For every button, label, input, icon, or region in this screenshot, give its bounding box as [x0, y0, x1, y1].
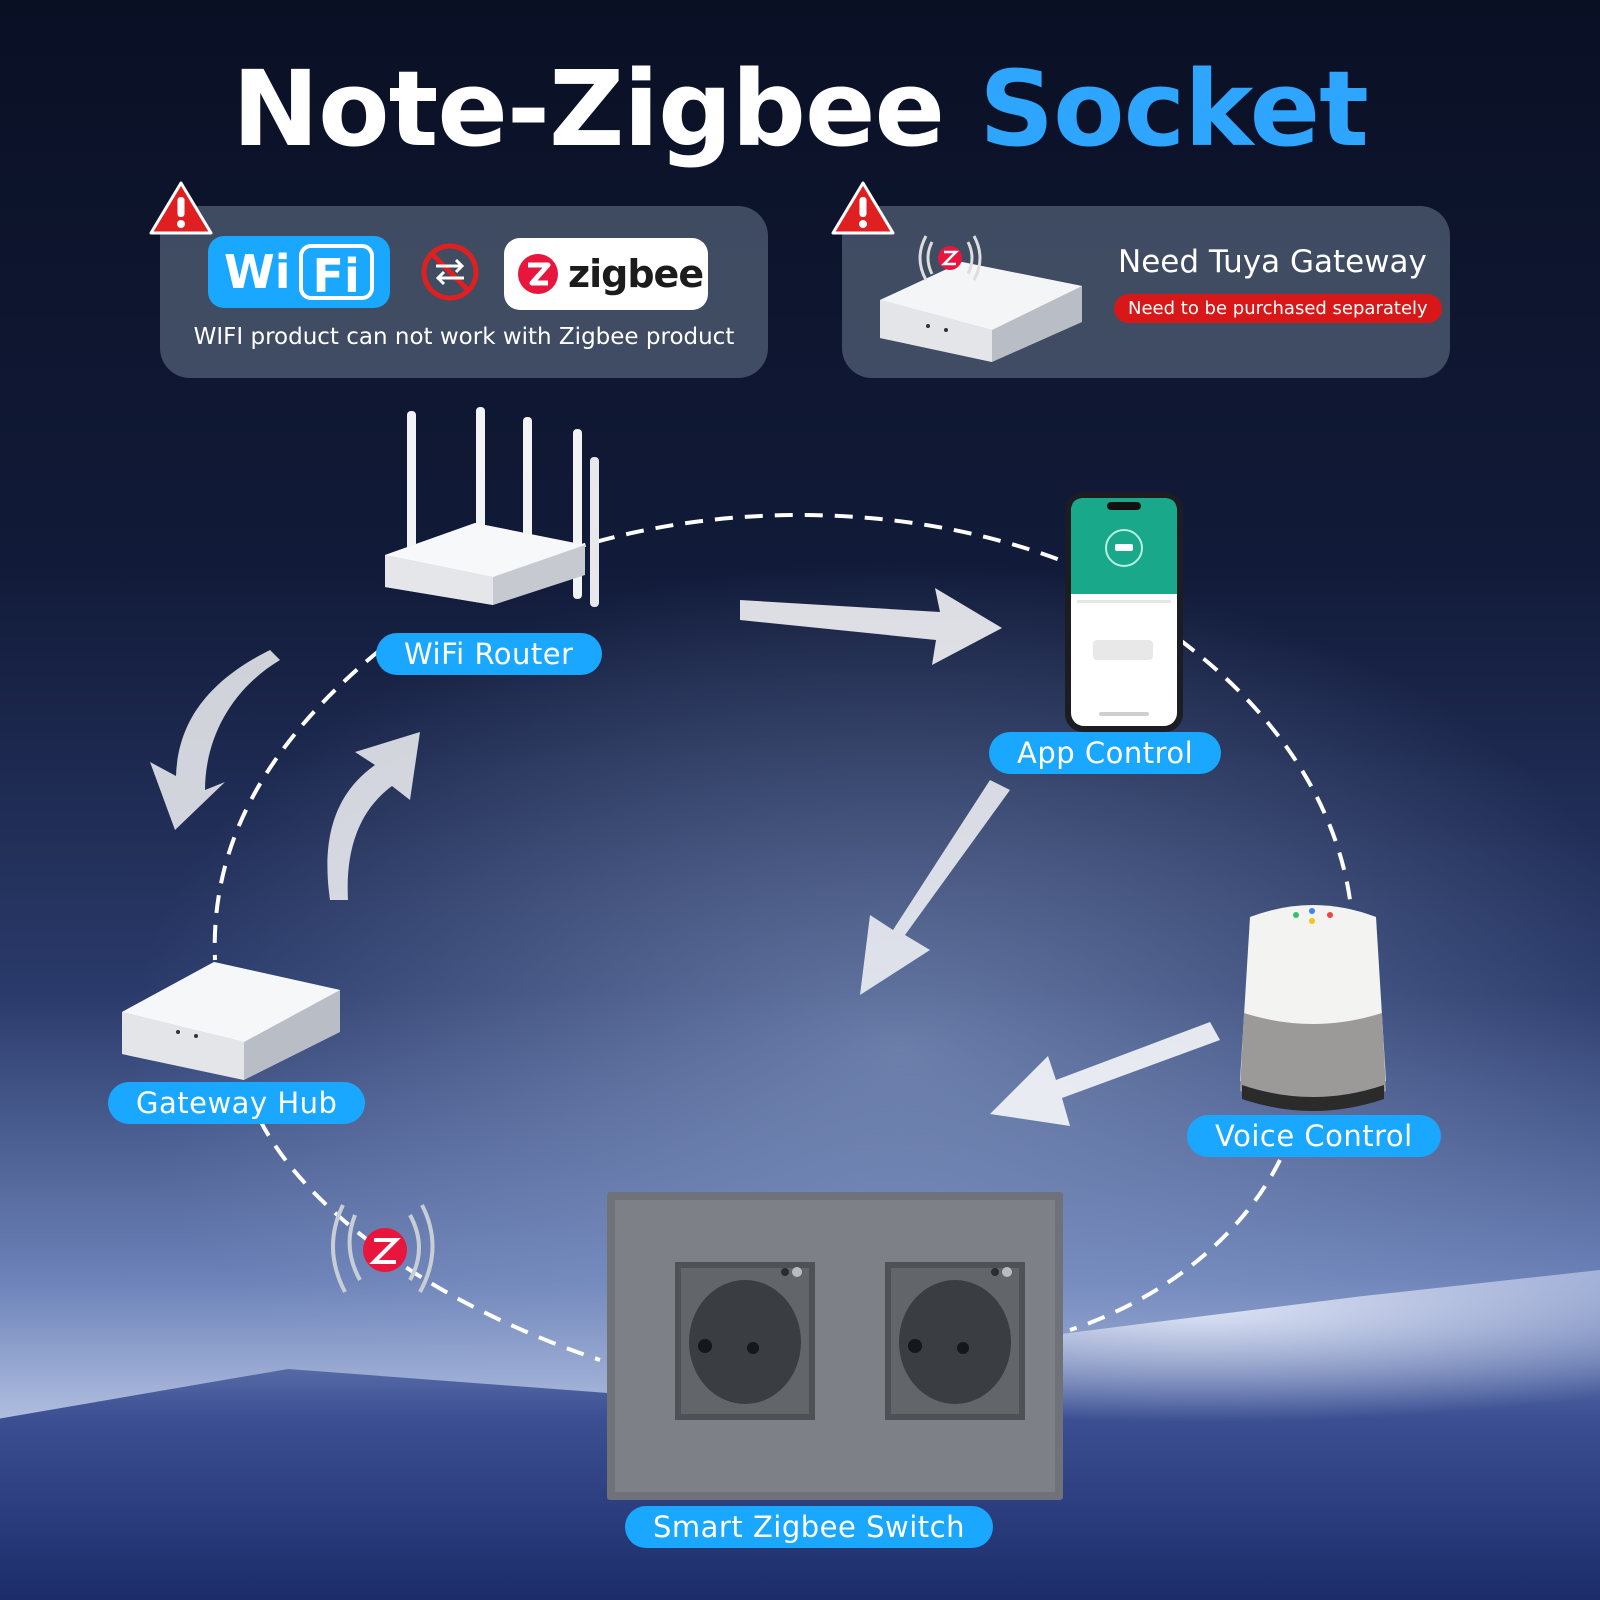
wifi-logo-wi: Wi — [224, 245, 291, 299]
title-accent: Socket — [979, 48, 1369, 170]
arrow-hub-to-router — [327, 732, 420, 900]
zigbee-signal-icon — [331, 1204, 435, 1293]
wifi-router-icon — [385, 407, 599, 607]
wifi-router-label: WiFi Router — [376, 633, 602, 675]
gateway-hub-label: Gateway Hub — [108, 1082, 366, 1124]
warning-icon — [149, 181, 213, 235]
socket-outlet-right — [885, 1262, 1025, 1420]
smart-speaker-icon — [1240, 905, 1386, 1111]
gateway-hub-icon — [122, 962, 340, 1080]
socket-outlet-left — [675, 1262, 815, 1420]
dashed-connection-path — [212, 513, 1352, 1362]
app-control-label: App Control — [989, 732, 1222, 774]
page-title: Note-Zigbee Socket — [0, 48, 1600, 170]
warning-icon — [831, 181, 895, 235]
voice-control-label: Voice Control — [1187, 1115, 1441, 1157]
zigbee-logo-text: zigbee — [568, 252, 704, 296]
zigbee-icon — [518, 254, 558, 294]
arrow-voice-to-switch — [990, 1022, 1220, 1126]
gateway-hub-icon — [880, 235, 1082, 362]
wifi-panel-caption: WIFI product can not work with Zigbee pr… — [193, 324, 735, 350]
title-main: Note-Zigbee — [232, 48, 980, 170]
gateway-panel-title: Need Tuya Gateway — [1118, 244, 1427, 280]
gateway-requirement-panel: Need Tuya Gateway Need to be purchased s… — [842, 206, 1450, 378]
smart-switch-label: Smart Zigbee Switch — [625, 1506, 993, 1548]
wifi-logo-fi: Fi — [298, 244, 374, 303]
arrow-router-to-app — [740, 588, 1002, 665]
purchase-separately-badge: Need to be purchased separately — [1114, 294, 1442, 323]
smartphone-icon — [1065, 492, 1183, 732]
arrow-router-to-hub — [150, 650, 280, 830]
zigbee-logo: zigbee — [504, 238, 708, 310]
no-swap-icon — [421, 243, 479, 301]
wall-socket-icon — [607, 1192, 1063, 1500]
arrow-app-to-switch — [860, 780, 1010, 995]
